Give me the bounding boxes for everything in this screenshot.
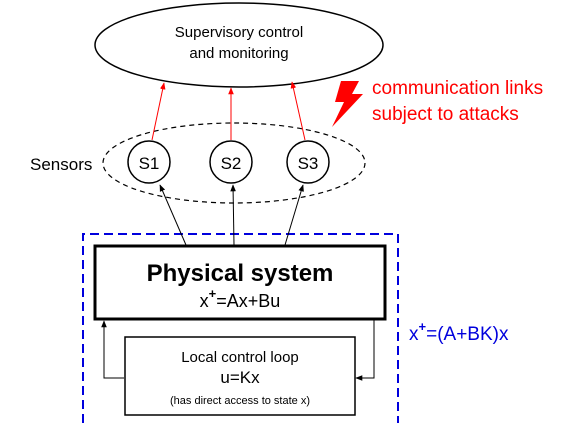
physical-system-equation: x+=Ax+Bu [200,286,281,311]
feedback-input-arrow [101,320,124,379]
sensor-link-s3 [284,184,304,246]
supervisory-node: Supervisory control and monitoring [94,2,384,88]
attack-note-line2: subject to attacks [372,104,519,125]
supervisory-label-line1: Supervisory control [175,24,303,41]
local-control-law: u=Kx [220,368,260,387]
sensor-link-s2 [230,184,236,246]
sensors-group-boundary [102,122,366,204]
sensor-label-s1: S1 [139,154,160,173]
feedback-state-arrow [355,320,375,381]
sensors-group-label: Sensors [30,155,92,174]
sensor-label-s3: S3 [298,154,319,173]
attack-note-line1: communication links [372,78,543,99]
sensor-link-s1 [159,184,187,246]
physical-equation-lhs: x [200,291,209,311]
physical-equation-rhs: =Ax+Bu [216,291,280,311]
sensor-node-s2: S2 [209,140,253,184]
lightning-bolt-icon [332,81,363,127]
physical-equation-sup: + [209,286,217,301]
sensor-node-s1: S1 [127,140,171,184]
local-control-title: Local control loop [181,349,299,366]
comm-link-s1 [151,82,166,141]
closed-loop-sup: + [419,319,427,334]
sensor-label-s2: S2 [221,154,242,173]
closed-loop-rhs: =(A+BK)x [426,324,509,345]
comm-link-s3 [290,81,306,141]
local-control-box: Local control loop u=Kx (has direct acce… [124,336,356,416]
closed-loop-equation: x+=(A+BK)x [409,319,509,345]
closed-loop-lhs: x [409,324,419,345]
physical-system-title: Physical system [147,260,334,287]
local-control-note: (has direct access to state x) [170,395,310,407]
svg-text:x+=(A+BK)x: x+=(A+BK)x [409,319,509,345]
sensor-node-s3: S3 [286,140,330,184]
supervisory-label-line2: and monitoring [189,45,288,62]
physical-system-box: Physical system x+=Ax+Bu [93,244,387,321]
